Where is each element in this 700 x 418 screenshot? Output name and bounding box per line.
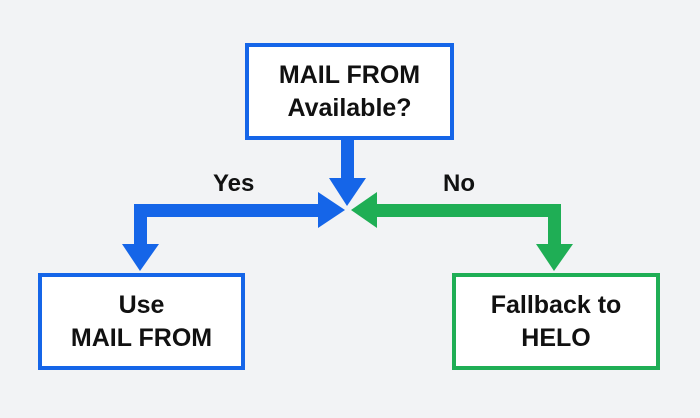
decision-down-arrow-shaft [341, 140, 354, 180]
fallback-node-line1: Fallback to [490, 290, 622, 319]
decision-down-arrow-head [329, 178, 366, 206]
yes-connector [122, 192, 345, 271]
decision-node-line1: MAIL FROM [278, 60, 421, 89]
use-node-line2: MAIL FROM [70, 323, 213, 352]
yes-arrow-head-down [122, 244, 159, 271]
no-arrow-head-down [536, 244, 573, 271]
yes-arrow-head-right [318, 192, 345, 228]
no-arrow-head-left [351, 192, 377, 228]
no-label: No [443, 170, 475, 197]
no-connector-horizontal [375, 204, 561, 217]
use-mail-from-node: Use MAIL FROM [38, 273, 245, 370]
fallback-helo-node: Fallback to HELO [452, 273, 660, 370]
yes-connector-horizontal [134, 204, 320, 217]
yes-label: Yes [213, 170, 255, 197]
decision-down-arrow [329, 140, 366, 206]
fallback-node-line2: HELO [521, 323, 591, 352]
decision-node-line2: Available? [287, 93, 412, 122]
decision-node: MAIL FROM Available? [245, 43, 454, 140]
no-connector-vertical [548, 204, 561, 246]
use-node-line1: Use [118, 290, 165, 319]
no-connector [351, 192, 573, 271]
